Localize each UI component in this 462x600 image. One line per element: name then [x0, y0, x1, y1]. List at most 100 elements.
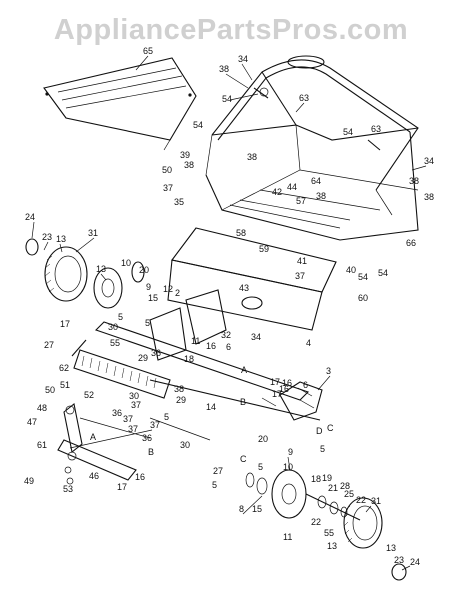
label-36: 36: [112, 408, 122, 418]
label-11: 11: [283, 532, 292, 542]
label-27: 27: [213, 466, 223, 476]
label-38: 38: [424, 192, 434, 202]
label-42: 42: [272, 187, 282, 197]
label-6: 6: [303, 380, 308, 390]
label-18: 18: [311, 474, 321, 484]
label-5: 5: [320, 444, 325, 454]
label-14: 14: [206, 402, 216, 412]
label-37: 37: [150, 420, 160, 430]
watermark-text: AppliancePartsPros.com: [53, 14, 409, 46]
label-55: 55: [110, 338, 120, 348]
label-38: 38: [247, 152, 257, 162]
right-wheel: [245, 469, 407, 581]
label-54: 54: [378, 268, 388, 278]
label-60: 60: [358, 293, 368, 303]
label-51: 51: [60, 380, 70, 390]
label-62: 62: [59, 363, 69, 373]
label-12: 12: [163, 284, 173, 294]
label-55: 55: [324, 528, 334, 538]
label-63: 63: [371, 124, 381, 134]
label-13: 13: [327, 541, 337, 551]
label-35: 35: [174, 197, 184, 207]
label-57: 57: [296, 196, 306, 206]
label-5: 5: [212, 480, 217, 490]
label-24: 24: [410, 557, 420, 567]
label-54: 54: [343, 127, 353, 137]
label-A: A: [90, 432, 96, 442]
label-17: 17: [117, 482, 127, 492]
label-38: 38: [409, 176, 419, 186]
main-axle-frame: [94, 289, 323, 421]
label-16: 16: [282, 378, 292, 388]
label-31: 31: [88, 228, 98, 238]
callout-labels: 65 34 38 54 63 54 38 39 38 50 37 35 54 6…: [24, 46, 434, 567]
label-50: 50: [45, 385, 55, 395]
label-44: 44: [287, 182, 297, 192]
label-38: 38: [184, 160, 194, 170]
label-15: 15: [148, 293, 158, 303]
label-23: 23: [394, 555, 404, 565]
label-32: 32: [221, 330, 231, 340]
label-40: 40: [346, 265, 356, 275]
label-17: 17: [270, 377, 280, 387]
label-13: 13: [386, 543, 396, 553]
label-65: 65: [143, 46, 153, 56]
label-5: 5: [118, 312, 123, 322]
label-36: 36: [151, 348, 161, 358]
label-C: C: [240, 454, 247, 464]
label-36: 36: [142, 433, 152, 443]
label-6: 6: [226, 342, 231, 352]
label-30: 30: [108, 322, 118, 332]
label-20: 20: [258, 434, 268, 444]
label-A: A: [241, 365, 247, 375]
label-24: 24: [25, 212, 35, 222]
label-8: 8: [239, 504, 244, 514]
label-54: 54: [358, 272, 368, 282]
label-10: 10: [283, 462, 293, 472]
left-wheel: [25, 238, 145, 309]
label-22: 22: [311, 517, 321, 527]
label-37: 37: [163, 183, 173, 193]
label-27: 27: [44, 340, 54, 350]
label-53: 53: [63, 484, 73, 494]
label-22: 22: [356, 495, 366, 505]
label-64: 64: [311, 176, 321, 186]
label-4: 4: [306, 338, 311, 348]
label-34: 34: [424, 156, 434, 166]
label-43: 43: [239, 283, 249, 293]
label-15: 15: [252, 504, 262, 514]
label-47: 47: [27, 417, 37, 427]
label-C: C: [327, 423, 334, 433]
label-9: 9: [288, 447, 293, 457]
label-11: 11: [191, 336, 200, 346]
label-38: 38: [174, 384, 184, 394]
brush: [73, 349, 171, 399]
label-10: 10: [121, 258, 131, 268]
label-46: 46: [89, 471, 99, 481]
label-38: 38: [316, 191, 326, 201]
label-25: 25: [344, 489, 354, 499]
label-61: 61: [37, 440, 47, 450]
label-34: 34: [251, 332, 261, 342]
label-21: 21: [328, 483, 338, 493]
label-5: 5: [164, 412, 169, 422]
label-37: 37: [123, 414, 133, 424]
label-13: 13: [56, 234, 66, 244]
label-29: 29: [138, 353, 148, 363]
label-50: 50: [162, 165, 172, 175]
label-20: 20: [139, 265, 149, 275]
label-28: 28: [340, 481, 350, 491]
label-63: 63: [299, 93, 309, 103]
label-5: 5: [145, 318, 150, 328]
label-59: 59: [259, 244, 269, 254]
label-37: 37: [131, 400, 141, 410]
label-16: 16: [135, 472, 145, 482]
label-37: 37: [295, 271, 305, 281]
label-23: 23: [42, 232, 52, 242]
label-54: 54: [193, 120, 203, 130]
label-17: 17: [60, 319, 70, 329]
label-49: 49: [24, 476, 34, 486]
label-30: 30: [180, 440, 190, 450]
label-37: 37: [128, 424, 138, 434]
label-19: 19: [322, 473, 332, 483]
